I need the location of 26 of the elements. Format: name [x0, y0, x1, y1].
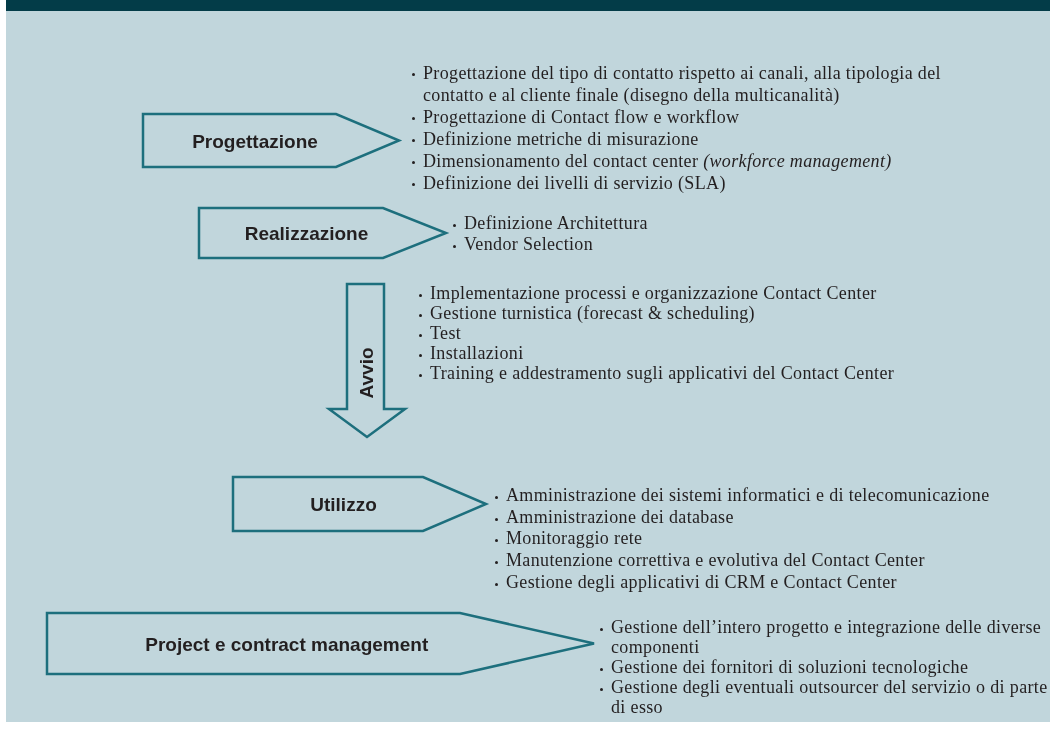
bullet-item: Definizione metriche di misurazione [410, 128, 970, 150]
bullet-item: Installazioni [417, 343, 977, 363]
bullet-item: Vendor Selection [451, 234, 751, 255]
bullet-item: Training e addestramento sugli applicativi del Contact Center [417, 363, 977, 383]
step-label: Avvio [356, 347, 375, 399]
bullet-item: Dimensionamento del contact center (workforce management) [410, 150, 970, 172]
bullet-item: Definizione Architettura [451, 213, 751, 234]
step-label: Utilizzo [310, 494, 377, 514]
bullet-item: Gestione dell’intero progetto e integrazione delle diverse componenti [598, 617, 1048, 657]
bullet-item: Monitoraggio rete [493, 528, 1053, 551]
step-label: Project e contract management [145, 634, 429, 653]
bullet-item: Gestione dei fornitori di soluzioni tecnologiche [598, 657, 1048, 677]
bullet-item: Progettazione di Contact flow e workflow [410, 106, 970, 128]
bullet-item: Amministrazione dei sistemi informatici e di telecomunicazione [493, 485, 1053, 507]
bullet-item: Progettazione del tipo di contatto rispetto ai canali, alla tipologia del contatto e al cliente finale (disegno della multicanalità) [410, 62, 970, 106]
bullet-item: Definizione dei livelli di servizio (SLA) [410, 172, 970, 194]
step-label: Progettazione [192, 131, 318, 150]
down-arrow-shape [328, 283, 406, 438]
bullet-item: Implementazione processi e organizzazione Contact Center [417, 283, 977, 303]
bullet-item: Gestione degli applicativi di CRM e Contact Center [493, 571, 1053, 594]
step-label: Realizzazione [244, 223, 369, 243]
bullet-item: Test [417, 323, 977, 343]
bullet-item: Amministrazione dei database [493, 506, 1053, 529]
bullet-item: Manutenzione correttiva e evolutiva del Contact Center [493, 550, 1053, 572]
bullet-item: Gestione turnistica (forecast & scheduling) [417, 303, 977, 323]
bullet-item: Gestione degli eventuali outsourcer del servizio o di parte di esso [598, 677, 1048, 717]
